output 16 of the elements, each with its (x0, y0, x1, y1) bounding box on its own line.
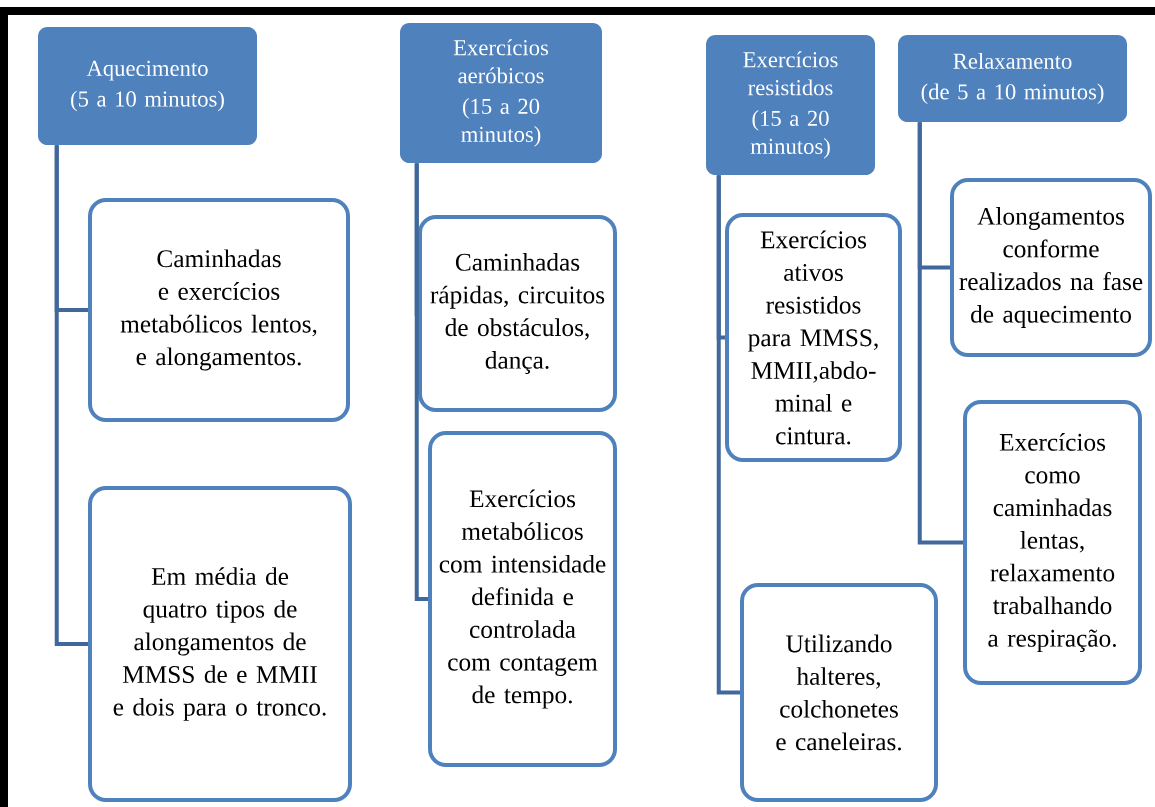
connector-line (716, 175, 740, 695)
connector-line (917, 122, 963, 545)
activity-box: Caminhadas e exercícios metabólicos lentos, e alongamentos. (88, 198, 350, 422)
phase-box: Exercícios resistidos (15 a 20 minutos) (706, 35, 875, 175)
phase-box: Exercícios aeróbicos (15 a 20 minutos) (400, 23, 602, 163)
activity-box: Caminhadas rápidas, circuitos de obstáculos, dança. (418, 215, 617, 412)
activity-box: Em média de quatro tipos de alongamentos de MMSS de e MMII e dois para o tronco. (88, 486, 352, 802)
activity-box: Alongamentos conforme realizados na fase de aquecimento (950, 178, 1152, 357)
phase-box: Aquecimento (5 a 10 minutos) (38, 27, 257, 145)
activity-box: Exercícios como caminhadas lentas, relaxamento trabalhando a respiração. (963, 400, 1142, 685)
activity-box: Exercícios ativos resistidos para MMSS, MMII,abdo- minal e cintura. (725, 213, 902, 462)
connector-line (414, 163, 428, 601)
activity-box: Exercícios metabólicos com intensidade definida e controlada com contagem de tempo. (428, 431, 617, 767)
connector-line (54, 145, 88, 646)
phase-box: Relaxamento (de 5 a 10 minutos) (898, 35, 1127, 122)
activity-box: Utilizando halteres, colchonetes e caneleiras. (740, 583, 938, 802)
